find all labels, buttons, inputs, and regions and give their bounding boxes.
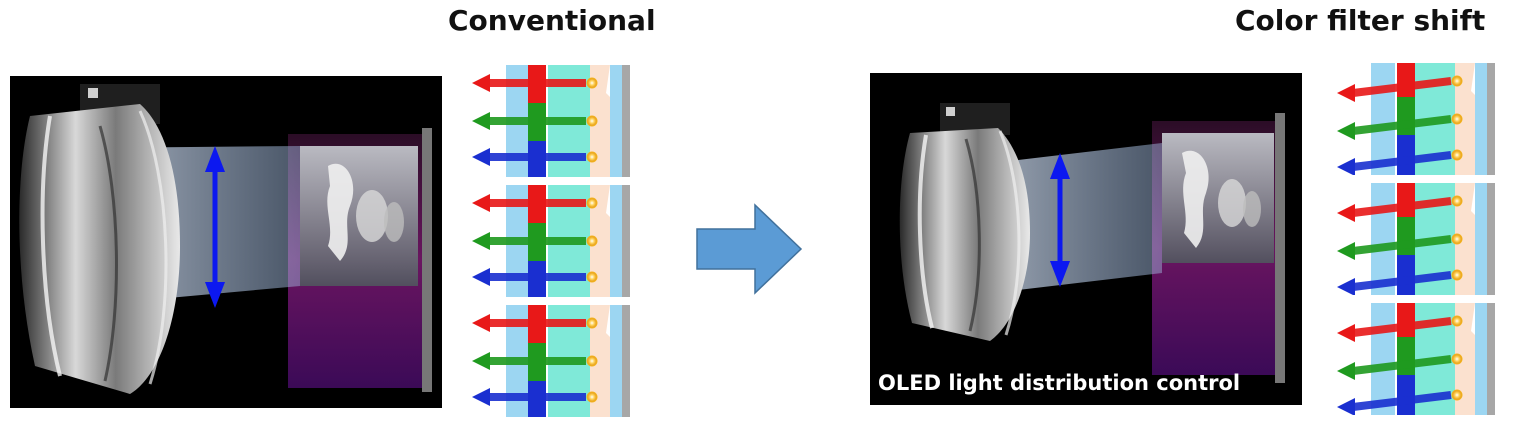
eyepiece-lens — [899, 103, 1030, 341]
blue-light-arrow — [472, 268, 586, 286]
light-source-icon — [586, 77, 598, 89]
light-source-icon — [1451, 113, 1463, 125]
red-light-arrow — [472, 74, 586, 92]
green-light-arrow — [472, 112, 586, 130]
blue-color-filter — [1397, 255, 1415, 295]
double-headed-vertical-arrow-icon — [1050, 153, 1070, 287]
light-source-icon — [586, 271, 598, 283]
pixel-cell — [472, 65, 630, 177]
red-color-filter — [1397, 63, 1415, 97]
light-blue-layer — [1371, 183, 1395, 295]
color-filter-shift-viewfinder-photo: OLED light distribution control — [870, 73, 1302, 405]
substrate-layer — [622, 65, 630, 177]
double-headed-vertical-arrow-icon — [205, 146, 225, 308]
red-light-arrow — [472, 314, 586, 332]
color-filter-shift-pixel-stack — [1335, 63, 1495, 415]
light-source-icon — [586, 235, 598, 247]
conventional-pixel-stack — [470, 65, 630, 417]
light-source-icon — [1451, 269, 1463, 281]
light-source-icon — [1451, 195, 1463, 207]
red-light-arrow — [1337, 197, 1452, 222]
right-arrow-icon — [696, 203, 803, 295]
red-light-arrow — [1337, 317, 1452, 342]
eyepiece-lens — [19, 84, 181, 394]
pixel-cell — [1337, 183, 1495, 295]
blue-light-arrow — [472, 388, 586, 406]
conventional-viewfinder-photo — [10, 76, 442, 408]
green-light-arrow — [472, 352, 586, 370]
light-source-icon — [1451, 353, 1463, 365]
green-light-arrow — [472, 232, 586, 250]
light-source-icon — [586, 151, 598, 163]
light-source-icon — [1451, 389, 1463, 401]
green-light-arrow — [1337, 115, 1452, 140]
light-source-icon — [586, 355, 598, 367]
blue-light-arrow — [472, 148, 586, 166]
light-source-icon — [586, 197, 598, 209]
blue-light-arrow — [1337, 391, 1452, 415]
blue-color-filter — [1397, 135, 1415, 175]
light-blue-layer — [1475, 303, 1487, 415]
blue-light-arrow — [1337, 151, 1452, 175]
red-color-filter — [1397, 183, 1415, 217]
light-source-icon — [1451, 233, 1463, 245]
light-source-icon — [1451, 315, 1463, 327]
red-light-arrow — [472, 194, 586, 212]
oled-panel — [1152, 113, 1285, 383]
substrate-layer — [622, 185, 630, 297]
light-blue-layer — [1475, 63, 1487, 175]
light-source-icon — [586, 391, 598, 403]
light-source-icon — [586, 115, 598, 127]
oled-light-distribution-caption: OLED light distribution control — [878, 371, 1241, 395]
oled-panel — [288, 128, 432, 392]
light-blue-layer — [1371, 303, 1395, 415]
light-blue-layer — [1475, 183, 1487, 295]
light-blue-layer — [610, 65, 622, 177]
substrate-layer — [622, 305, 630, 417]
light-source-icon — [1451, 149, 1463, 161]
light-blue-layer — [610, 305, 622, 417]
light-source-icon — [586, 317, 598, 329]
red-light-arrow — [1337, 77, 1452, 102]
light-blue-layer — [610, 185, 622, 297]
light-blue-layer — [1371, 63, 1395, 175]
substrate-layer — [1487, 63, 1495, 175]
pixel-cell — [472, 305, 630, 417]
substrate-layer — [1487, 183, 1495, 295]
green-light-arrow — [1337, 355, 1452, 380]
color-filter-shift-title: Color filter shift — [1235, 4, 1486, 37]
red-color-filter — [1397, 303, 1415, 337]
pixel-cell — [1337, 303, 1495, 415]
light-source-icon — [1451, 75, 1463, 87]
substrate-layer — [1487, 303, 1495, 415]
green-light-arrow — [1337, 235, 1452, 260]
pixel-cell — [472, 185, 630, 297]
blue-light-arrow — [1337, 271, 1452, 295]
blue-color-filter — [1397, 375, 1415, 415]
conventional-title: Conventional — [448, 4, 656, 37]
pixel-cell — [1337, 63, 1495, 175]
